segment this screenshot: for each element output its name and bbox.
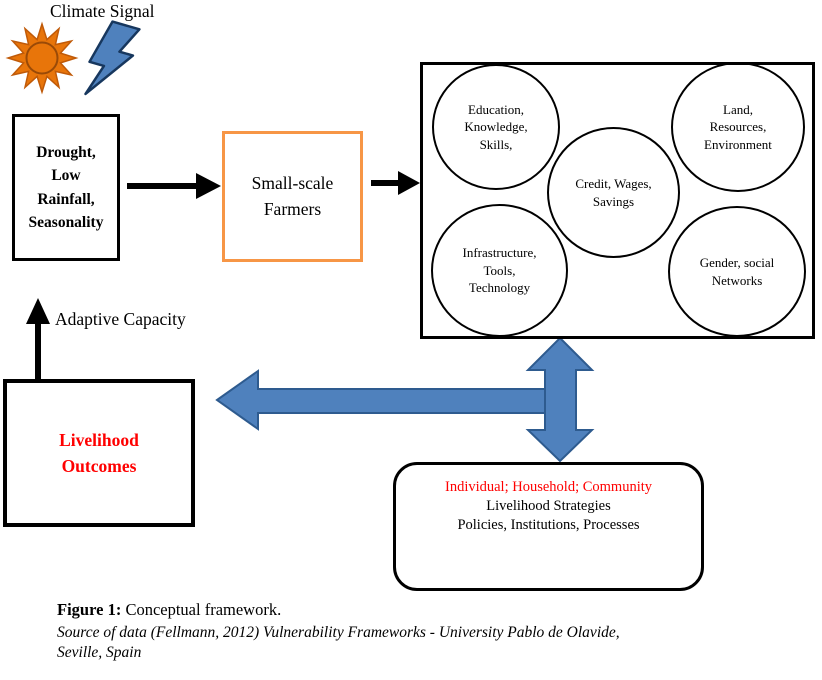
farmers-box: Small-scale Farmers — [222, 131, 363, 262]
livelihood-outcomes-box: Livelihood Outcomes — [3, 379, 195, 527]
double-arrow-vertical — [525, 336, 595, 463]
source-line-1: Source of data (Fellmann, 2012) Vulnerab… — [57, 624, 620, 641]
strategies-box: Individual; Household; Community Livelih… — [393, 462, 704, 591]
double-arrow-horizontal — [215, 369, 577, 431]
climate-signal-label: Climate Signal — [50, 1, 155, 21]
figure-caption-line: Figure 1: Conceptual framework. — [57, 600, 620, 620]
drought-box: Drought, Low Rainfall, Seasonality — [12, 114, 120, 261]
farmers-text: Small-scale Farmers — [251, 173, 334, 219]
sun-icon — [5, 21, 79, 95]
gender-text: Gender, social Networks — [699, 254, 775, 288]
strategies-line-individual: Individual; Household; Community — [444, 479, 653, 495]
capitals-box — [420, 62, 815, 339]
credit-text: Credit, Wages, Savings — [575, 175, 652, 209]
arrow-farmers-to-capitals — [371, 171, 420, 195]
capital-circle-gender: Gender, social Networks — [668, 206, 806, 337]
arrow-adaptive-capacity — [26, 298, 50, 380]
figure-label: Figure 1: — [57, 600, 122, 619]
source-line-2: Seville, Spain — [57, 643, 142, 661]
strategies-line-livelihood: Livelihood Strategies — [486, 498, 611, 515]
infrastructure-text: Infrastructure, Tools, Technology — [462, 245, 537, 296]
figure-caption: Figure 1: Conceptual framework. Source o… — [57, 600, 620, 663]
capital-circle-land: Land, Resources, Environment — [671, 62, 805, 192]
livelihood-outcomes-text: Livelihood Outcomes — [59, 429, 139, 476]
capital-circle-infrastructure: Infrastructure, Tools, Technology — [431, 204, 568, 337]
arrow-drought-to-farmers — [127, 173, 221, 199]
adaptive-capacity-label: Adaptive Capacity — [55, 309, 186, 329]
figure-title: Conceptual framework. — [121, 600, 282, 619]
strategies-line-policies: Policies, Institutions, Processes — [457, 517, 640, 534]
land-text: Land, Resources, Environment — [704, 101, 772, 152]
drought-text: Drought, Low Rainfall, Seasonality — [28, 144, 104, 231]
education-text: Education, Knowledge, Skills, — [464, 101, 528, 152]
lightning-icon — [84, 20, 141, 96]
capital-circle-credit: Credit, Wages, Savings — [547, 127, 680, 258]
capital-circle-education: Education, Knowledge, Skills, — [432, 64, 560, 190]
